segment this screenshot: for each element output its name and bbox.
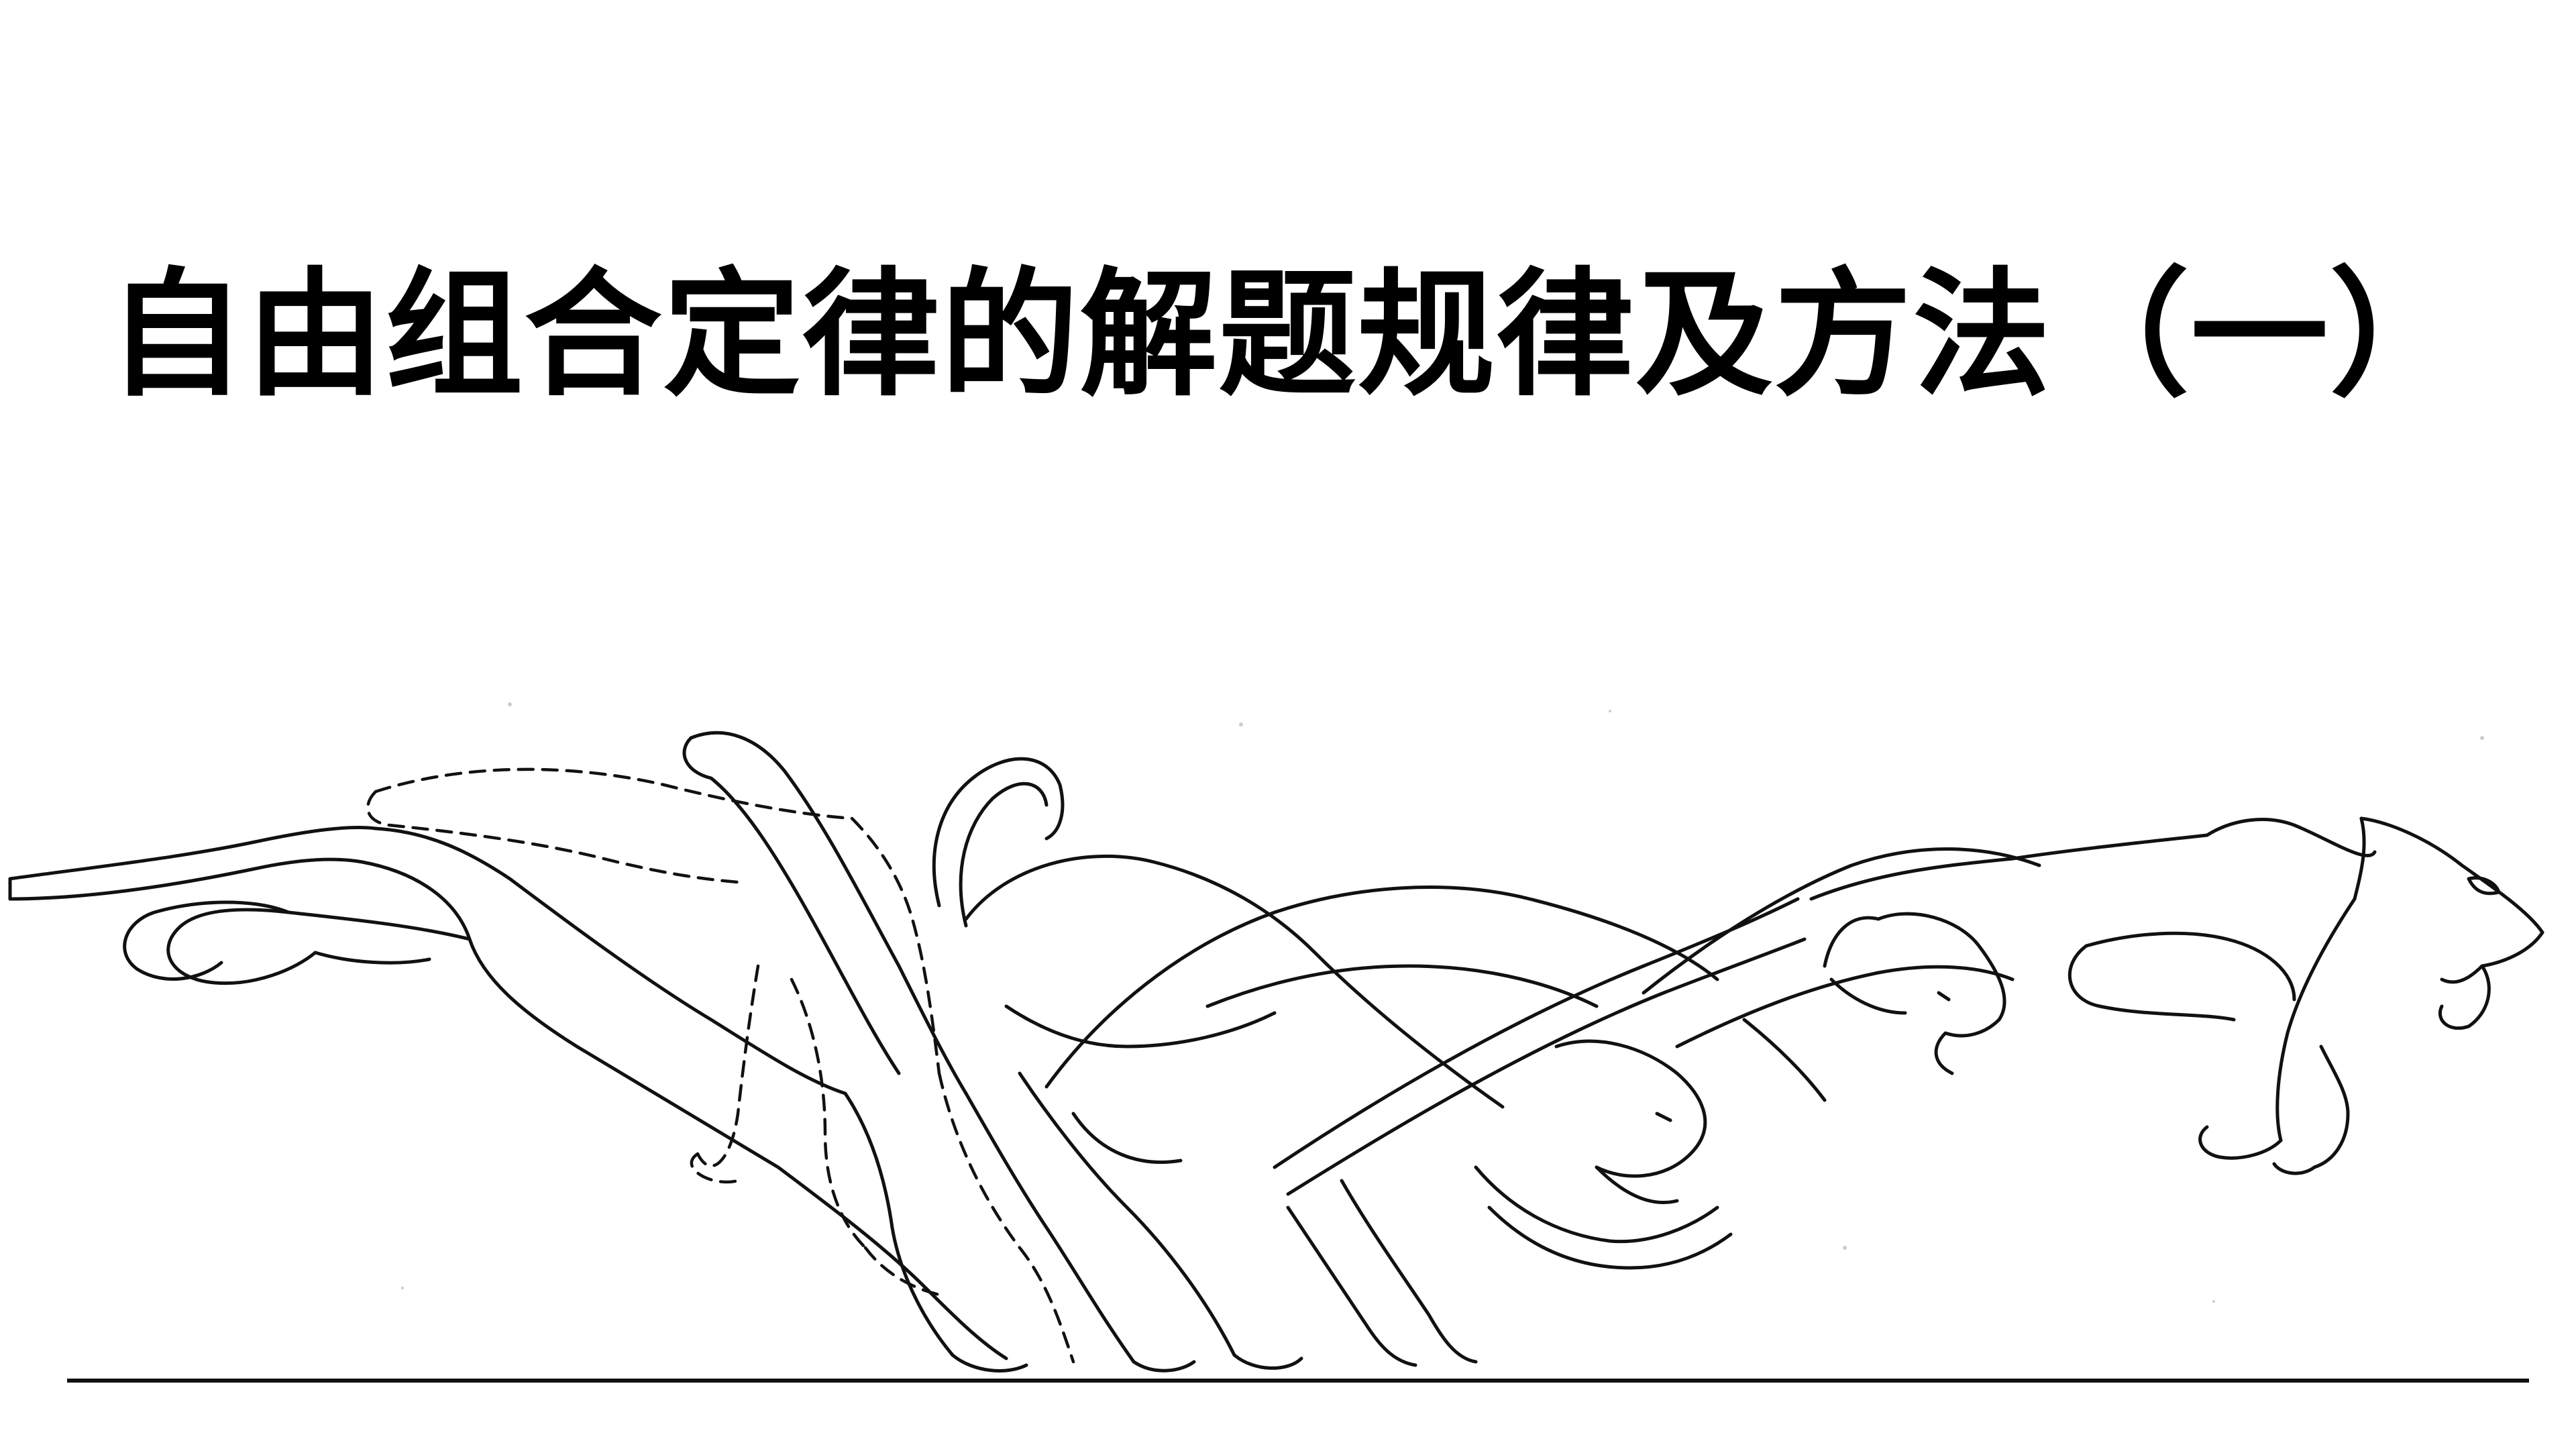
panther-figure-6 bbox=[1809, 816, 2544, 1175]
panther-motion-drawing bbox=[8, 702, 2544, 1383]
panther-figure-1 bbox=[8, 826, 1028, 1373]
scan-speckles bbox=[401, 702, 2484, 1303]
panther-figure-3 bbox=[682, 731, 1505, 1373]
panther-motion-illustration bbox=[0, 698, 2576, 1449]
panther-figure-2-dashed bbox=[366, 767, 1075, 1364]
panther-figure-5 bbox=[1642, 847, 2041, 1102]
slide-title: 自由组合定律的解题规律及方法（一） bbox=[107, 256, 2469, 415]
panther-figure-4 bbox=[1044, 885, 1807, 1367]
